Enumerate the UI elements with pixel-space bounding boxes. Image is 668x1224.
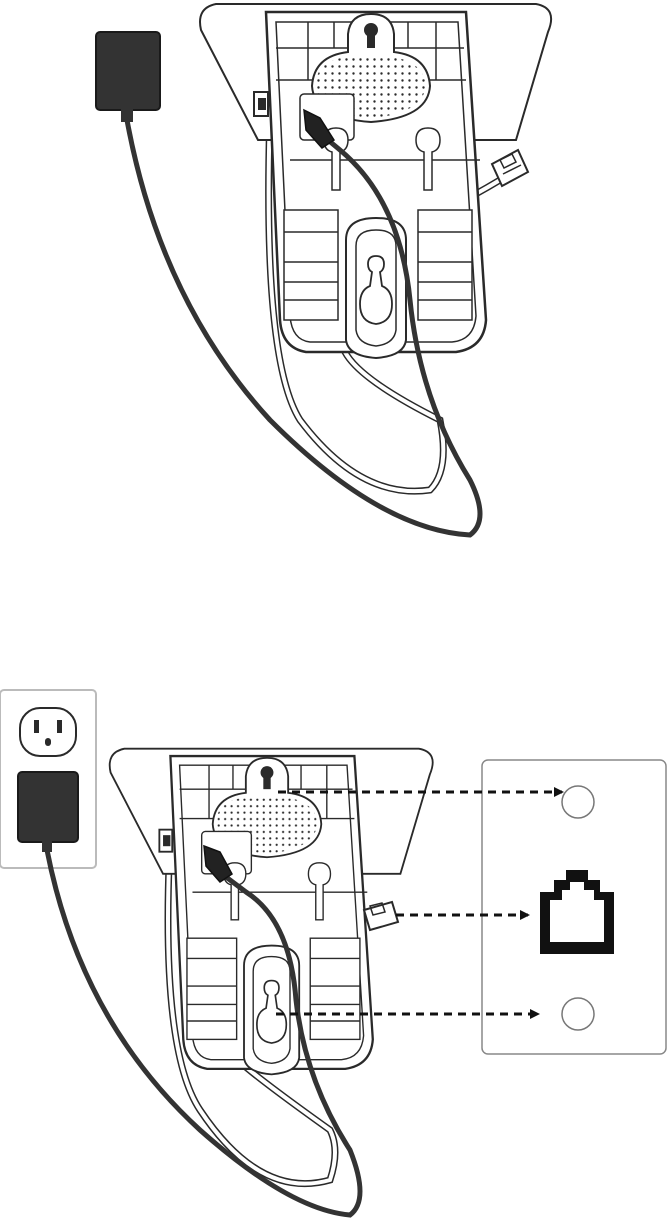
line-cord-plug <box>364 902 398 930</box>
power-adapter <box>96 32 160 110</box>
power-adapter <box>18 772 78 842</box>
step-1-panel <box>96 4 551 535</box>
wall-plate-mounting-stud-top <box>562 786 594 818</box>
wall-plate <box>482 760 666 1054</box>
wall-plate-mounting-stud-bottom <box>562 998 594 1030</box>
step-2-panel <box>0 690 666 1215</box>
